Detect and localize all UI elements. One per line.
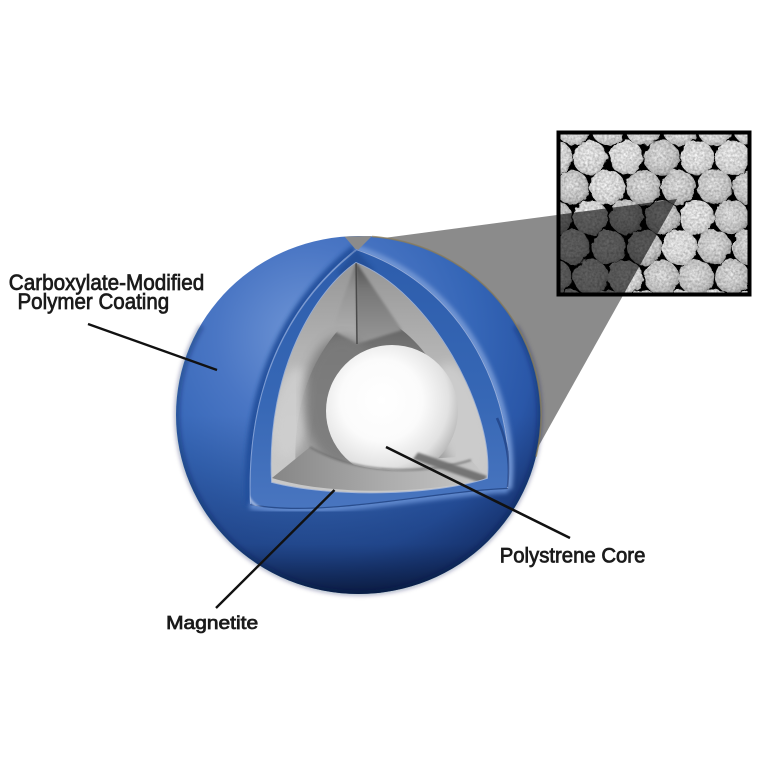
svg-text:Polystrene Core: Polystrene Core [500,545,646,568]
svg-text:Polymer Coating: Polymer Coating [18,289,170,314]
svg-text:Magnetite: Magnetite [166,613,258,633]
svg-text:Carboxylate-Modified: Carboxylate-Modified [9,270,205,295]
